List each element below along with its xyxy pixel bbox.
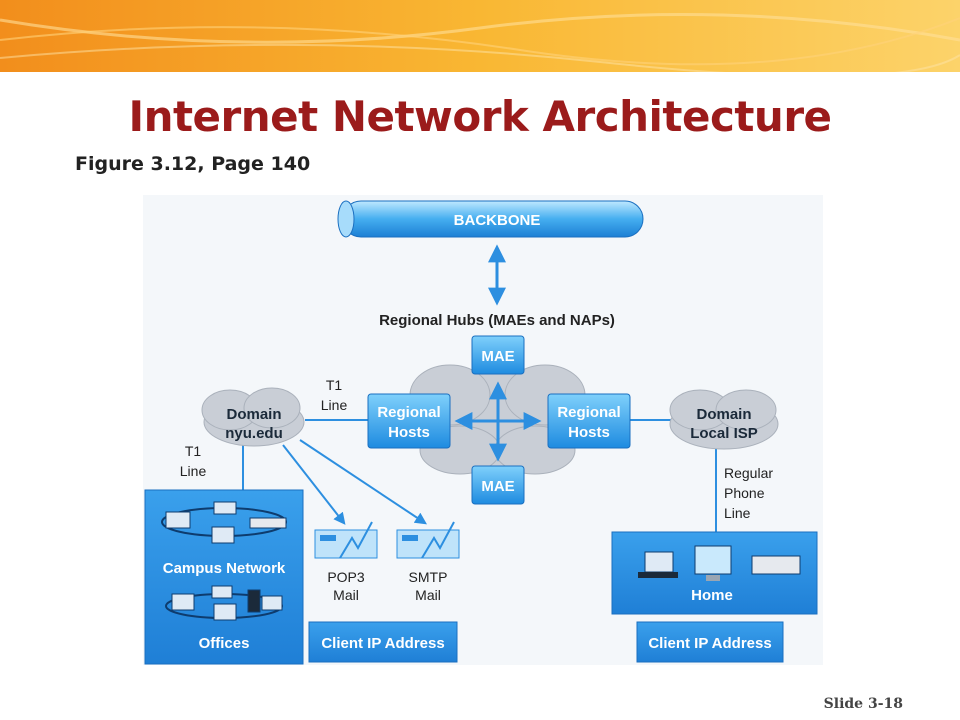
phone-line-3: Line (724, 505, 751, 521)
t1-upper-line2: Line (321, 397, 348, 413)
domain-right-line2: Local ISP (690, 425, 758, 442)
domain-left-line1: Domain (226, 406, 281, 423)
smtp-mail-server: SMTP Mail (396, 521, 460, 603)
home-panel: Home (611, 531, 818, 615)
regional-hosts-left-line2: Hosts (388, 424, 430, 441)
hub-crossover-arrows (454, 381, 542, 462)
monitor-icon (694, 545, 732, 581)
regional-hosts-right-line2: Hosts (568, 424, 610, 441)
t1-upper-line1: T1 (326, 377, 343, 393)
regional-hosts-right: Regional Hosts (547, 393, 631, 449)
pop3-label-1: POP3 (327, 569, 365, 585)
smtp-label-1: SMTP (409, 569, 448, 585)
domain-left-line2: nyu.edu (225, 425, 283, 442)
mae-top-node: MAE (471, 335, 525, 375)
laptop-icon (638, 551, 678, 578)
header-banner (0, 0, 960, 72)
client-ip-right-label: Client IP Address (648, 635, 771, 652)
regional-hosts-left-line1: Regional (377, 404, 440, 421)
figure-caption: Figure 3.12, Page 140 (75, 153, 311, 175)
mae-bottom-node: MAE (471, 465, 525, 505)
computer-icon (165, 501, 287, 621)
domain-right-line1: Domain (696, 406, 751, 423)
modem-icon (751, 555, 801, 575)
mae-top-label: MAE (481, 348, 514, 365)
backbone-label: BACKBONE (454, 212, 541, 229)
client-ip-right: Client IP Address (636, 621, 784, 663)
client-ip-left-label: Client IP Address (321, 635, 444, 652)
mae-bottom-label: MAE (481, 478, 514, 495)
t1-left-line1: T1 (185, 443, 202, 459)
regional-hosts-right-line1: Regional (557, 404, 620, 421)
regional-hosts-left: Regional Hosts (367, 393, 451, 449)
link-domain-pop3 (282, 444, 346, 525)
regional-hubs-label: Regional Hubs (MAEs and NAPs) (379, 312, 615, 329)
smtp-label-2: Mail (415, 587, 441, 603)
page-title: Internet Network Architecture (128, 92, 832, 141)
domain-nyu-cloud: Domain nyu.edu (201, 387, 305, 447)
phone-line-2: Phone (724, 485, 765, 501)
client-ip-left: Client IP Address (308, 621, 458, 663)
t1-left-line2: Line (180, 463, 207, 479)
campus-network-label: Campus Network (163, 560, 286, 577)
campus-panel: Campus Network Offices (144, 489, 304, 665)
pop3-mail-server: POP3 Mail (314, 521, 378, 603)
link-domain-smtp (299, 439, 427, 525)
home-label: Home (691, 587, 733, 604)
backbone-tube: BACKBONE (337, 200, 644, 238)
slide-number: Slide 3-18 (823, 696, 903, 712)
domain-isp-cloud: Domain Local ISP (669, 389, 779, 450)
pop3-label-2: Mail (333, 587, 359, 603)
offices-label: Offices (199, 635, 250, 652)
phone-line-1: Regular (724, 465, 773, 481)
